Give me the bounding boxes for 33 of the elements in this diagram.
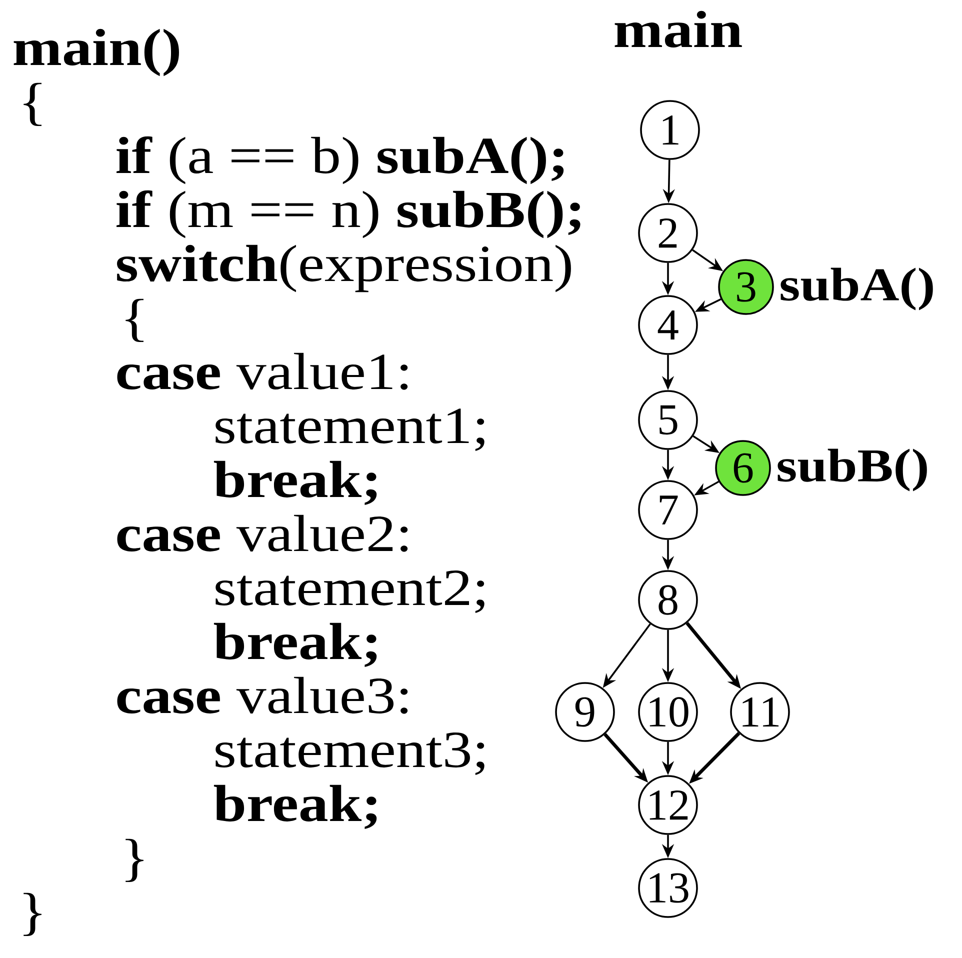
code-line: if (m == n) subB(); [116,190,580,238]
code-line: if (a == b) subA(); [116,136,564,184]
graph-node: 9 [555,682,615,742]
graph-node: 1 [640,100,700,160]
code-line: { [24,82,42,126]
code-line: } [126,838,144,882]
graph-node: 8 [638,570,698,630]
graph-node: 3 [718,259,774,315]
function-label: subA() [780,268,933,310]
code-line: } [24,892,42,936]
graph-node: 6 [715,440,771,496]
code-line: { [126,298,144,342]
graph-node: 4 [638,295,698,355]
graph-node: 5 [638,390,698,450]
code-line: statement3; [216,732,484,775]
code-line: case value1: [117,352,408,390]
graph-node: 10 [638,682,698,742]
graph-node: 7 [638,480,698,540]
graph-node: 12 [638,775,698,835]
code-line: case value3: [117,676,408,714]
graph-node: 11 [730,682,790,742]
code-line: break; [214,460,377,506]
code-line: break; [214,622,377,668]
code-line: break; [214,784,377,830]
code-line: statement2; [216,570,484,613]
code-line: case value2: [117,514,408,552]
function-label: subB() [778,448,927,492]
diagram-title: main [614,10,742,48]
graph-node: 2 [638,203,698,263]
code-line: switch(expression) [117,244,571,292]
graph-node: 13 [638,858,698,918]
code-line: statement1; [216,408,484,451]
code-line: main() [14,28,179,76]
